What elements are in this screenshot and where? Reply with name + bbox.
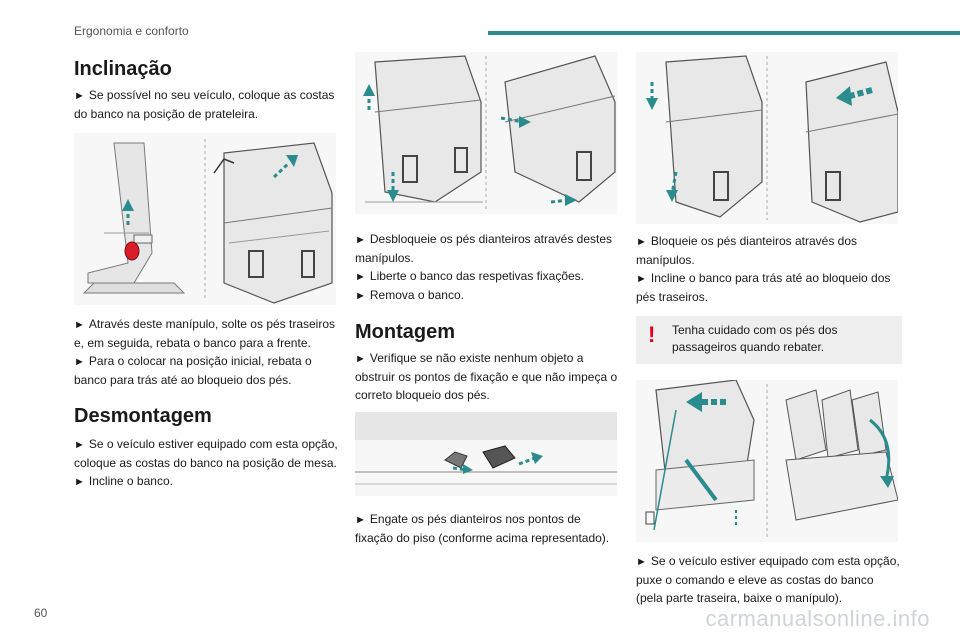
step-paragraph: ►Remova o banco. xyxy=(355,288,464,302)
step-paragraph: ►Liberte o banco das respetivas fixações… xyxy=(355,269,585,283)
seat-lock-illustration-svg xyxy=(636,52,898,224)
figure-inclinacao xyxy=(74,133,336,305)
figure-fixacao xyxy=(355,412,617,496)
bullet-arrow-icon: ► xyxy=(74,90,85,102)
seat-unlock-illustration-svg xyxy=(355,52,617,214)
bullet-arrow-icon: ► xyxy=(355,353,366,365)
warning-text: Tenha cuidado com os pés dos passageiros… xyxy=(672,323,838,354)
bullet-arrow-icon: ► xyxy=(355,234,366,246)
column-3: ►Bloqueie os pés dianteiros através dos … xyxy=(636,52,902,607)
step-paragraph: ►Se o veículo estiver equipado com esta … xyxy=(74,437,338,470)
figure-desbloqueio xyxy=(355,52,617,214)
bullet-arrow-icon: ► xyxy=(74,476,85,488)
header-accent-bar xyxy=(488,31,960,35)
step-paragraph: ►Desbloqueie os pés dianteiros através d… xyxy=(355,232,613,265)
step-paragraph: ►Para o colocar na posição inicial, reba… xyxy=(74,354,312,387)
page-number: 60 xyxy=(34,606,48,620)
bullet-arrow-icon: ► xyxy=(636,236,647,248)
bullet-arrow-icon: ► xyxy=(355,514,366,526)
seat-fold-illustration-svg xyxy=(636,380,898,542)
figure-bloqueio xyxy=(636,52,898,224)
step-paragraph: ►Se o veículo estiver equipado com esta … xyxy=(636,554,900,605)
step-paragraph: ►Através deste manípulo, solte os pés tr… xyxy=(74,317,336,350)
bullet-arrow-icon: ► xyxy=(74,356,85,368)
bullet-arrow-icon: ► xyxy=(636,273,647,285)
bullet-arrow-icon: ► xyxy=(74,439,85,451)
column-2: ►Desbloqueie os pés dianteiros através d… xyxy=(355,52,621,547)
bullet-arrow-icon: ► xyxy=(355,290,366,302)
step-paragraph: ►Incline o banco. xyxy=(74,474,173,488)
step-paragraph: ►Incline o banco para trás até ao bloque… xyxy=(636,271,891,304)
floor-anchor-illustration-svg xyxy=(355,412,617,496)
bullet-arrow-icon: ► xyxy=(355,271,366,283)
heading-desmontagem: Desmontagem xyxy=(74,405,212,427)
step-paragraph: ►Bloqueie os pés dianteiros através dos … xyxy=(636,234,858,267)
column-1: Inclinação ►Se possível no seu veículo, … xyxy=(74,52,340,491)
heading-inclinacao: Inclinação xyxy=(74,58,172,80)
warning-exclamation-icon: ! xyxy=(648,322,656,347)
seat-tilt-illustration-svg xyxy=(74,133,336,305)
page-header-title: Ergonomia e conforto xyxy=(74,24,189,38)
bullet-arrow-icon: ► xyxy=(74,319,85,331)
warning-box: ! Tenha cuidado com os pés dos passageir… xyxy=(636,316,902,364)
step-paragraph: ►Engate os pés dianteiros nos pontos de … xyxy=(355,512,610,545)
bullet-arrow-icon: ► xyxy=(636,556,647,568)
step-paragraph: ►Verifique se não existe nenhum objeto a… xyxy=(355,351,618,402)
watermark: carmanualsonline.info xyxy=(705,606,930,631)
heading-montagem: Montagem xyxy=(355,321,455,343)
step-paragraph: ►Se possível no seu veículo, coloque as … xyxy=(74,88,335,121)
figure-rebater xyxy=(636,380,898,542)
